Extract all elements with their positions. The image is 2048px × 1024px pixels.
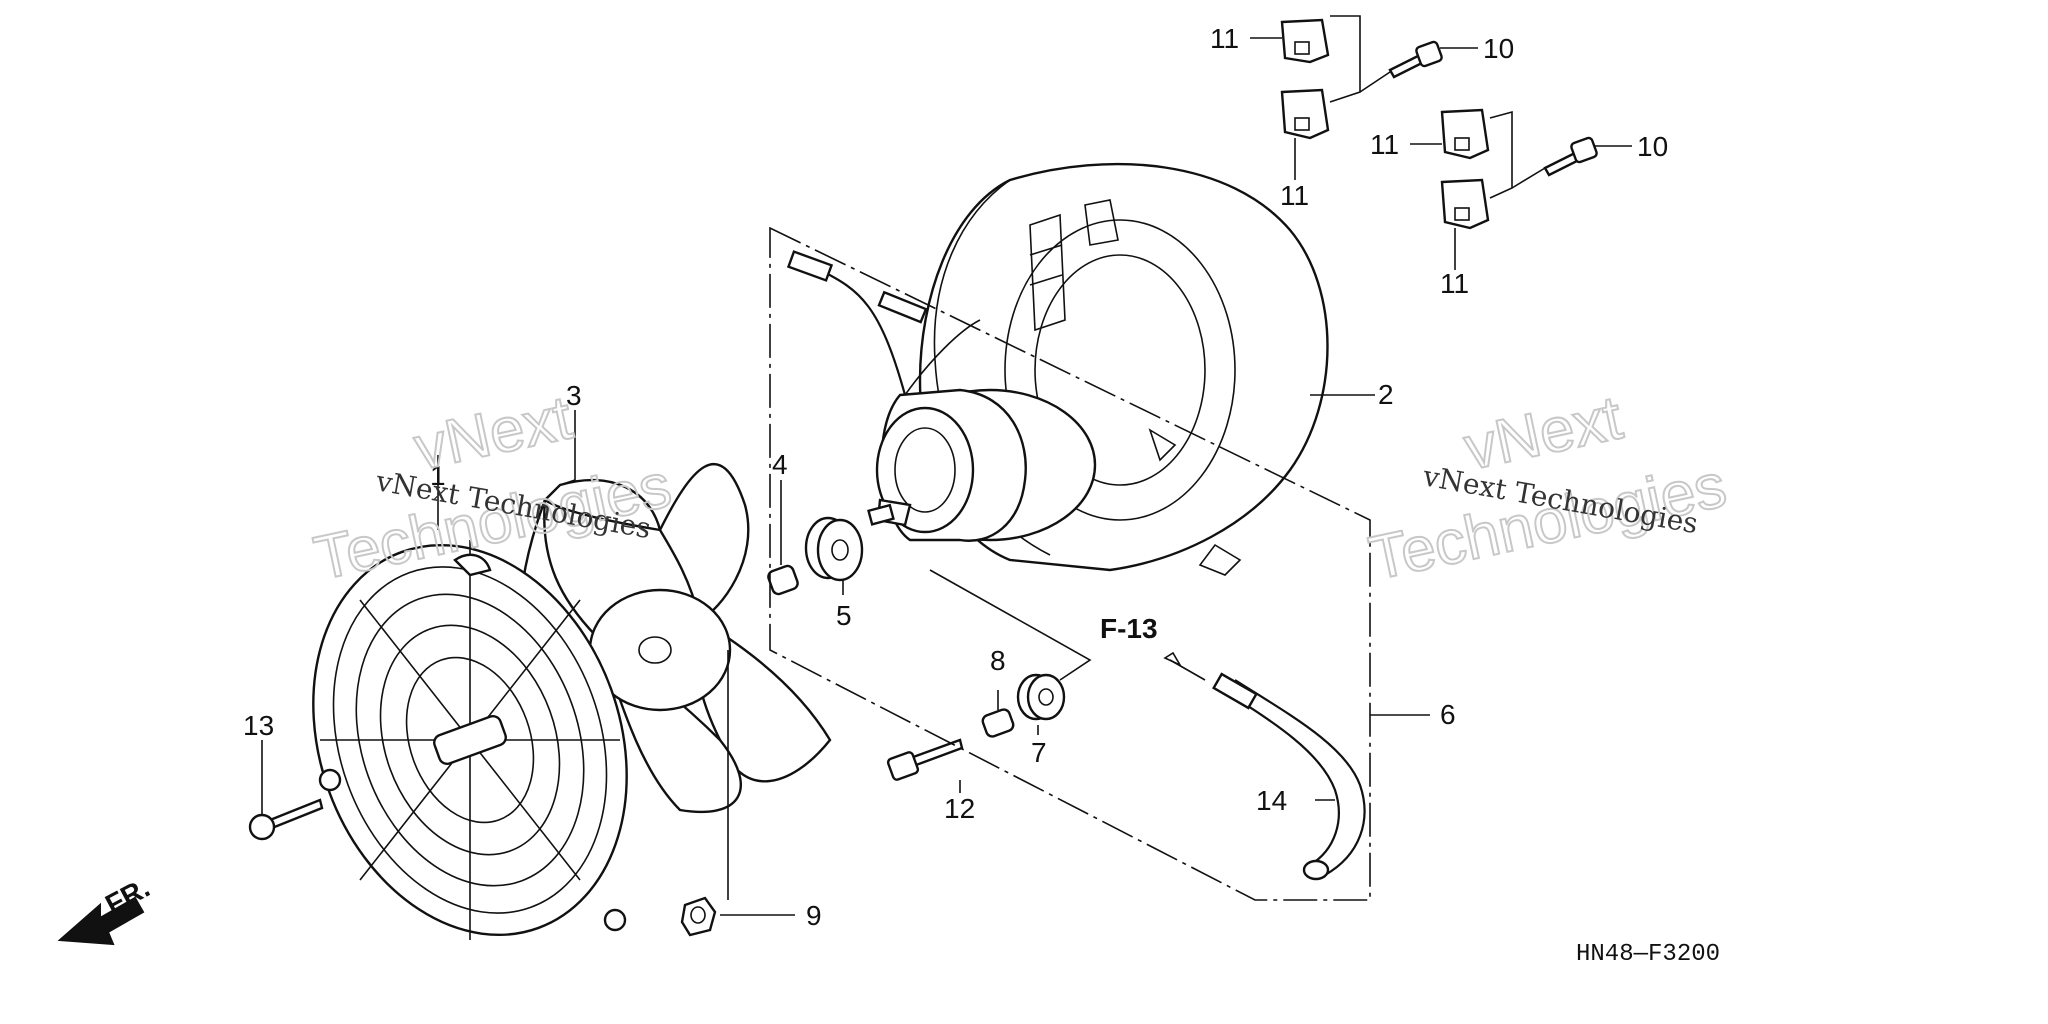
clip-brackets [1329, 15, 1546, 199]
bolt-12 [886, 738, 964, 781]
callout-13: 13 [243, 710, 274, 741]
collar-4 [767, 564, 799, 596]
watermark-big-1: vNext [409, 383, 578, 483]
watermark-right: vNext Technologies vNext Technologies [1363, 382, 1733, 594]
callout-11-c: 11 [1370, 129, 1399, 160]
clip-11-a [1280, 18, 1330, 64]
callout-14: 14 [1256, 785, 1287, 816]
callout-10-b: 10 [1637, 131, 1668, 162]
callout-7: 7 [1031, 737, 1047, 768]
callout-12: 12 [944, 793, 975, 824]
bolt-10-a [1388, 40, 1443, 79]
bolt-10-b [1543, 136, 1598, 177]
reference-label: F-13 [1100, 613, 1158, 644]
leader-lines [261, 37, 1632, 916]
fan-motor [867, 388, 1097, 542]
hose-14 [1212, 672, 1366, 881]
assembly-outline [769, 226, 1430, 901]
callout-1: 1 [430, 460, 446, 491]
callout-3: 3 [566, 380, 582, 411]
callout-11-b: 11 [1280, 180, 1309, 211]
callout-10-a: 10 [1483, 33, 1514, 64]
callout-9: 9 [806, 900, 822, 931]
callout-6: 6 [1440, 699, 1456, 730]
nut-9 [680, 896, 717, 937]
motor-wire [786, 250, 981, 396]
clip-11-d [1440, 178, 1490, 230]
callout-labels: 1 2 3 4 5 6 7 8 9 10 10 11 11 11 11 12 1… [243, 23, 1720, 968]
clip-11-c [1440, 108, 1490, 160]
clip-11-b [1280, 88, 1330, 140]
callout-4: 4 [772, 449, 788, 480]
drawing-code: HN48—F3200 [1576, 941, 1720, 968]
collar-8 [981, 708, 1015, 738]
callout-11-d: 11 [1440, 268, 1469, 299]
fan-guard [312, 540, 628, 940]
callout-2: 2 [1378, 379, 1394, 410]
rubber-mount-5 [804, 516, 864, 582]
screw-13 [248, 798, 324, 841]
callout-5: 5 [836, 600, 852, 631]
callout-8: 8 [990, 645, 1006, 676]
callout-11-a: 11 [1210, 23, 1239, 54]
front-arrow: FR. [57, 872, 155, 946]
rubber-mount-7 [1016, 673, 1066, 721]
